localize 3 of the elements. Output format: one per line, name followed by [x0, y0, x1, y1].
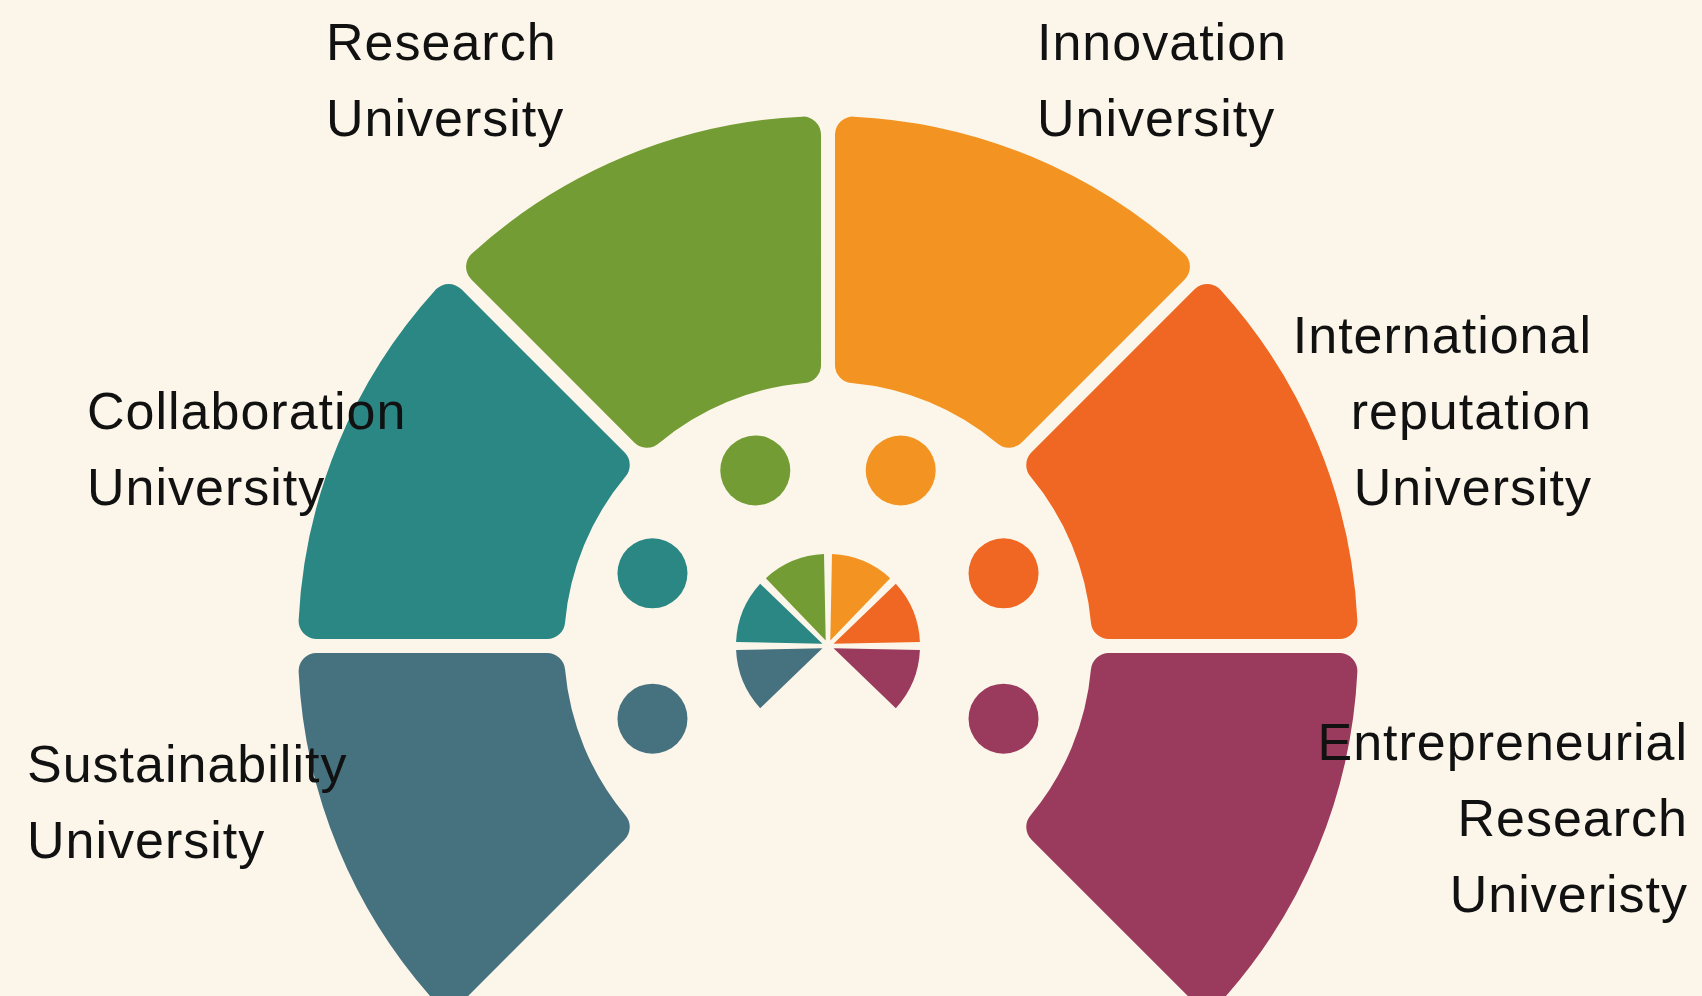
segment-label: Innovation University — [1037, 12, 1288, 149]
segment-label: Research University — [326, 12, 566, 149]
segment-label: International reputation University — [1291, 305, 1592, 518]
